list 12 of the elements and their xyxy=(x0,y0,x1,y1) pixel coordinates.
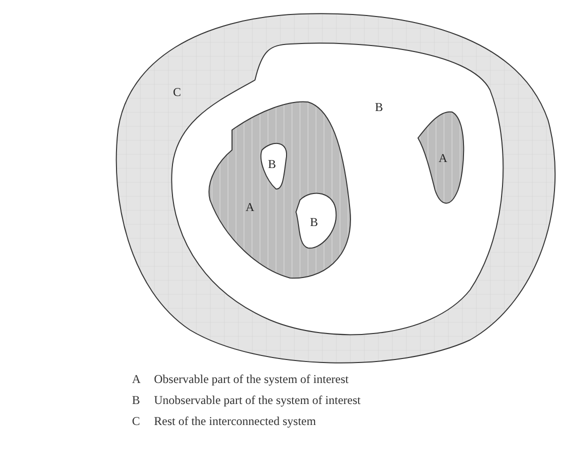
legend-text: Rest of the interconnected system xyxy=(154,414,316,429)
region-letter: B xyxy=(310,216,318,228)
region-letter: C xyxy=(173,86,181,98)
legend-text: Observable part of the system of interest xyxy=(154,372,349,387)
legend-key: B xyxy=(132,393,154,408)
legend-key: A xyxy=(132,372,154,387)
region-letter: A xyxy=(246,201,254,213)
region-letter: A xyxy=(438,152,448,164)
legend-key: C xyxy=(132,414,154,429)
region-letter: B xyxy=(375,101,383,113)
legend-text: Unobservable part of the system of interest xyxy=(154,393,361,408)
region-letter: B xyxy=(268,158,276,170)
